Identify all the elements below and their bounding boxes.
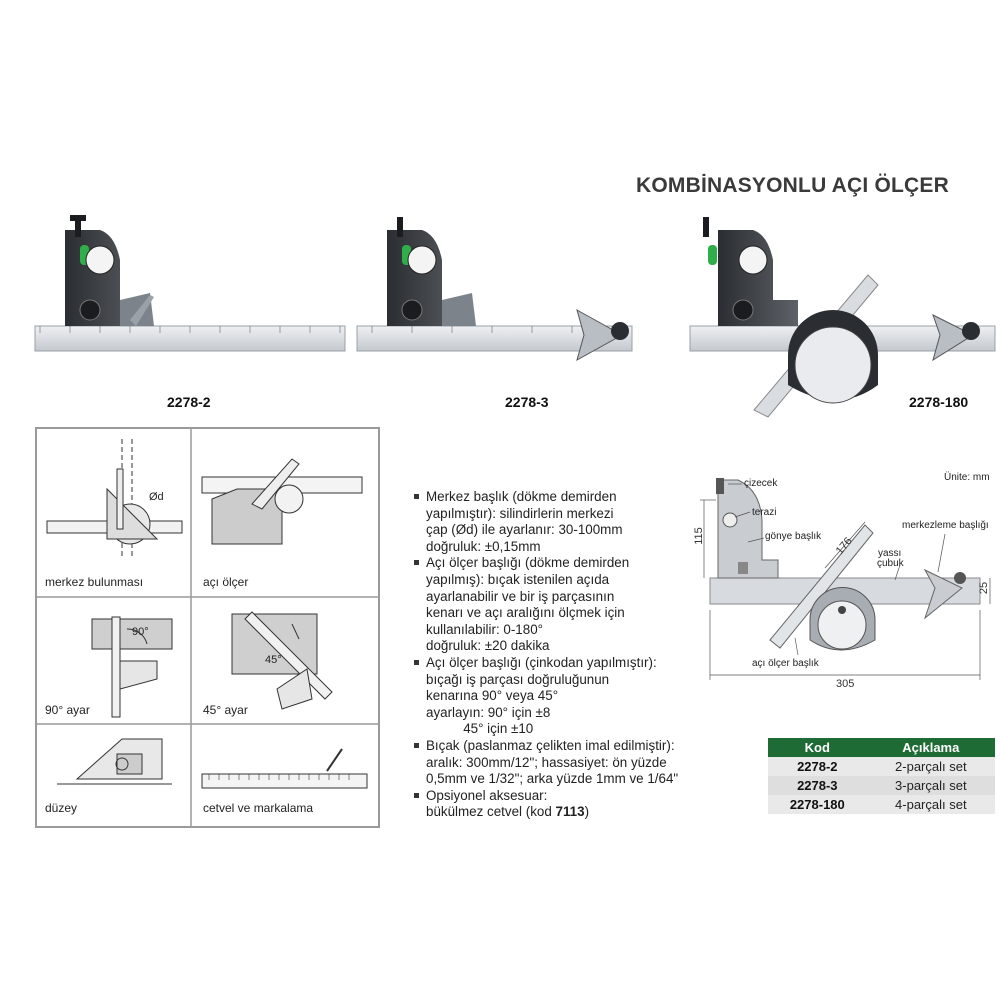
usage-label-protractor: açı ölçer <box>203 575 249 589</box>
feature-line: bıçağı iş parçası doğruluğunun <box>426 671 610 687</box>
feature-line: kenarına 90° veya 45° <box>426 688 559 704</box>
product-code-2278-180: 2278-180 <box>909 394 969 410</box>
feature-line: bükülmez cetvel (kod 7113) <box>426 804 704 821</box>
feature-line: kenarı ve açı aralığını ölçmek için <box>426 605 625 621</box>
product-image-2278-180 <box>689 217 996 418</box>
angle-45-mark: 45° <box>265 654 282 666</box>
feature-line: ayarlayın: 90° için ±8 <box>426 704 551 720</box>
row-code: 2278-3 <box>768 776 867 795</box>
feature-line: 0,5mm ve 1/32"; arka yüzde 1mm ve 1/64" <box>426 771 679 787</box>
product-code-2278-2: 2278-2 <box>167 394 211 410</box>
feature-center-head: Merkez başlık (dökme demirden yapılmıştı… <box>404 489 704 555</box>
accessory-text-end: ) <box>584 804 590 820</box>
header-code: Kod <box>768 738 867 757</box>
row-code: 2278-2 <box>768 757 867 776</box>
dim-length: 305 <box>836 678 855 690</box>
unit-label: Ünite: mm <box>944 472 990 483</box>
technical-diagram: Ünite: mm çizecek terazi gönye başlık ya… <box>690 470 1000 695</box>
feature-line: Açı ölçer başlığı (dökme demirden <box>426 555 630 571</box>
accessory-code: 7113 <box>555 804 585 820</box>
row-desc: 2-parçalı set <box>866 757 995 776</box>
row-code: 2278-180 <box>768 795 867 814</box>
feature-line: aralık: 300mm/12"; hassasiyet: ön yüzde <box>426 754 667 770</box>
table-header-row: Kod Açıklama <box>768 738 995 757</box>
blade-label-2: çubuk <box>877 558 904 569</box>
usage-label-45: 45° ayar <box>203 703 248 717</box>
feature-line: Açı ölçer başlığı (çinkodan yapılmıştır)… <box>426 654 657 670</box>
feature-line: yapılmış): bıçak istenilen açıda <box>426 571 610 587</box>
feature-line: Opsiyonel aksesuar: <box>426 787 548 803</box>
square-head-label: gönye başlık <box>765 531 822 542</box>
blade-label-1: yassı <box>878 548 902 559</box>
bullet-marker <box>414 792 419 798</box>
code-table: Kod Açıklama 2278-2 2-parçalı set 2278-3… <box>768 738 995 814</box>
row-desc: 4-parçalı set <box>866 795 995 814</box>
feature-protractor-cast: Açı ölçer başlığı (dökme demirden yapılm… <box>404 555 704 655</box>
feature-line: doğruluk: ±0,15mm <box>426 538 541 554</box>
feature-line: kullanılabilir: 0-180° <box>426 621 544 637</box>
table-row: 2278-3 3-parçalı set <box>768 776 995 795</box>
usage-label-level: düzey <box>45 801 78 815</box>
feature-line: ayarlanabilir ve bir iş parçasının <box>426 588 615 604</box>
angle-90-mark: 90° <box>132 626 149 638</box>
header-description: Açıklama <box>866 738 995 757</box>
product-image-2278-3 <box>356 217 633 362</box>
center-head-label: merkezleme başlığı <box>902 520 989 531</box>
row-desc: 3-parçalı set <box>866 776 995 795</box>
feature-line: çap (Ød) ile ayarlanır: 30-100mm <box>426 522 623 538</box>
table-row: 2278-2 2-parçalı set <box>768 757 995 776</box>
feature-line: 45° için ±10 <box>426 721 534 737</box>
product-code-2278-3: 2278-3 <box>505 394 549 410</box>
feature-line: doğruluk: ±20 dakika <box>426 638 550 654</box>
feature-list: Merkez başlık (dökme demirden yapılmıştı… <box>404 489 704 821</box>
bullet-marker <box>414 742 419 748</box>
dim-height: 115 <box>692 527 705 545</box>
scriber-label: çizecek <box>744 478 778 489</box>
usage-grid: Ød 90° 45° merkez bulunması açı ölçer 90… <box>35 427 380 828</box>
level-label: terazi <box>752 507 777 518</box>
feature-line: yapılmıştır): silindirlerin merkezi <box>426 505 614 521</box>
bullet-marker <box>414 494 419 499</box>
feature-blade: Bıçak (paslanmaz çelikten imal edilmişti… <box>404 738 704 788</box>
usage-label-90: 90° ayar <box>45 703 90 717</box>
accessory-text: bükülmez cetvel (kod <box>426 804 556 820</box>
bullet-marker <box>414 560 419 566</box>
table-row: 2278-180 4-parçalı set <box>768 795 995 814</box>
page-title: KOMBİNASYONLU AÇI ÖLÇER <box>636 174 949 197</box>
dim-width: 25 <box>978 581 991 595</box>
usage-label-center: merkez bulunması <box>45 575 144 589</box>
diameter-mark: Ød <box>149 491 164 503</box>
product-image-2278-2 <box>34 215 346 352</box>
feature-protractor-zinc: Açı ölçer başlığı (çinkodan yapılmıştır)… <box>404 655 704 738</box>
feature-line: Merkez başlık (dökme demirden <box>426 489 617 504</box>
usage-label-ruler: cetvel ve markalama <box>203 801 314 815</box>
feature-accessory: Opsiyonel aksesuar: bükülmez cetvel (kod… <box>404 788 704 821</box>
feature-line: Bıçak (paslanmaz çelikten imal edilmişti… <box>426 737 675 753</box>
bullet-marker <box>414 659 419 665</box>
protractor-head-label: açı ölçer başlık <box>752 658 819 669</box>
